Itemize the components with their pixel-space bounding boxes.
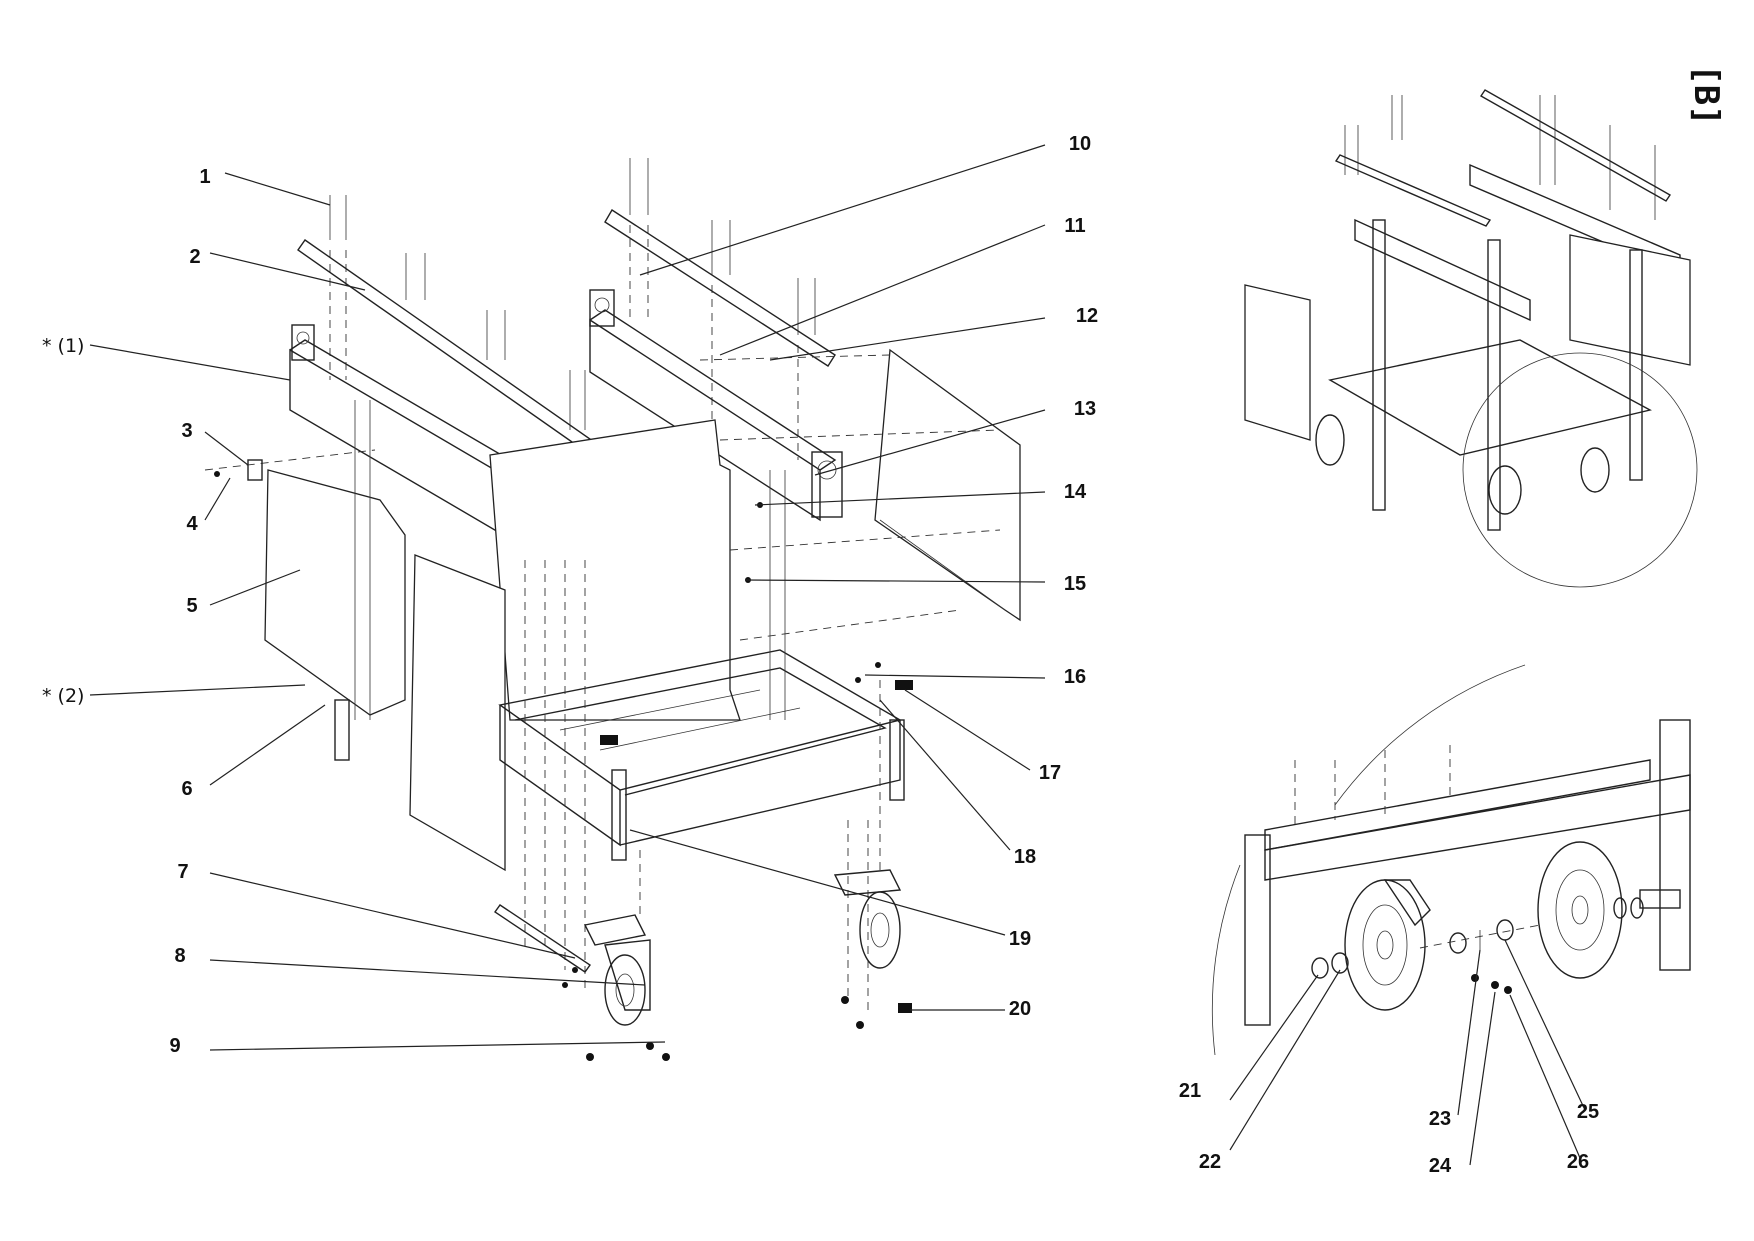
callout-24: 24 [1429,1155,1452,1177]
main-exploded-view [204,158,1021,1061]
mounting-plate [494,904,591,973]
view-tag: [B] [1686,64,1726,125]
lower-frame [334,400,905,861]
callout-21: 21 [1179,1080,1201,1102]
back-panel [489,419,741,721]
inset-assembled-view [1244,89,1698,588]
callout-19: 19 [1009,928,1031,950]
top-rods [297,209,836,471]
callout-11: 11 [1064,215,1085,237]
hardware [214,459,913,1061]
top-bolts [329,158,816,460]
front-panel [409,554,506,872]
right-side-panel [874,348,1021,622]
callout-14: 14 [1064,481,1087,503]
callout-20: 20 [1009,998,1031,1020]
leader-lines [89,144,1586,1166]
left-side-panel [264,469,406,716]
callout-9: 9 [169,1035,180,1057]
callout-22: 22 [1199,1151,1221,1173]
callout-6: 6 [181,778,192,800]
inset-detail-view [1211,664,1691,1056]
callout-labels: 1 2 * (1) 3 4 5 * (2) 6 7 8 9 10 11 12 1… [42,133,1599,1177]
callout-13: 13 [1074,398,1096,420]
callout-3: 3 [181,420,192,442]
left-caster [583,914,651,1026]
callout-25: 25 [1577,1101,1599,1123]
callout-12: 12 [1076,305,1098,327]
callout-1: 1 [199,166,210,188]
callout-2: 2 [189,246,200,268]
callout-15: 15 [1064,573,1086,595]
callout-8: 8 [174,945,185,967]
callout-star-1: * (1) [42,335,84,357]
callout-5: 5 [186,595,197,617]
callout-23: 23 [1429,1108,1451,1130]
callout-18: 18 [1014,846,1036,868]
callout-17: 17 [1039,762,1061,784]
callout-10: 10 [1069,133,1091,155]
callout-7: 7 [177,861,188,883]
right-caster [833,869,902,969]
callout-26: 26 [1567,1151,1589,1173]
callout-4: 4 [186,513,198,535]
assembly-paths [204,354,1001,1010]
callout-16: 16 [1064,666,1086,688]
callout-star-2: * (2) [42,685,84,707]
right-top-beam [589,289,843,522]
